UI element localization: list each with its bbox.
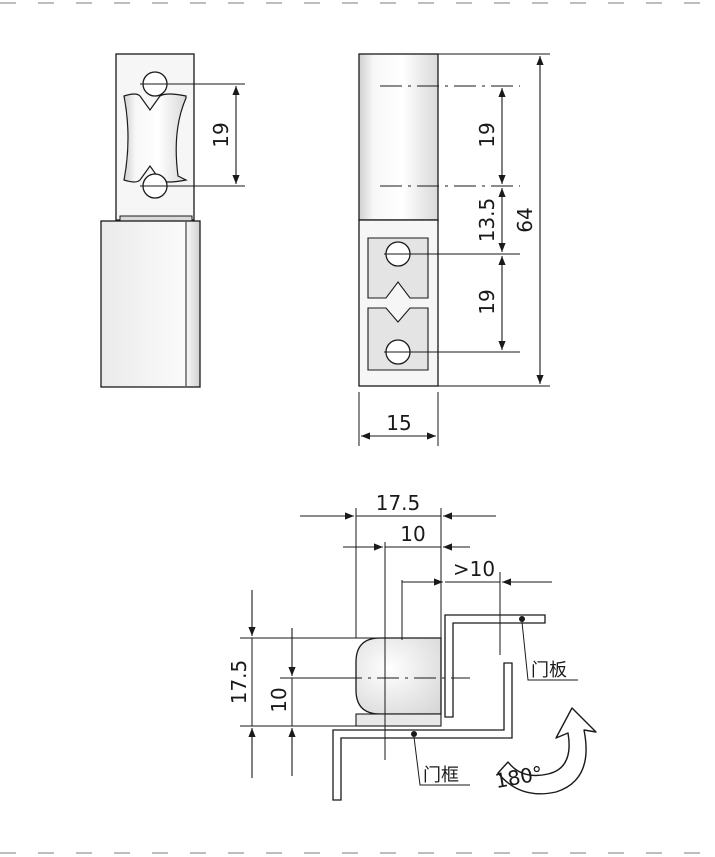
front-lower-slot: [367, 307, 429, 371]
door-panel-leader: [521, 621, 578, 681]
install-hinge-body: [355, 637, 442, 715]
door-frame-leader: [413, 736, 470, 786]
install-door-clearance-label: >10: [453, 557, 495, 581]
side-view: 19: [100, 53, 245, 388]
front-upper-knuckle: [358, 53, 439, 221]
front-upper-spacing-label: 19: [475, 122, 499, 147]
side-lower-body: [100, 220, 201, 388]
front-upper-slot: [367, 237, 429, 299]
front-leaf-offset-label: 13.5: [475, 198, 499, 243]
door-frame-label: 门框: [423, 765, 459, 786]
front-width-label: 15: [386, 411, 411, 435]
install-overall-width-label: 17.5: [376, 491, 421, 515]
front-lower-spacing-label: 19: [475, 289, 499, 314]
door-frame: [332, 662, 513, 801]
panel-pivot-dot: [519, 616, 525, 622]
install-hinge-base: [355, 713, 442, 727]
install-pivot-height-label: 10: [267, 687, 291, 712]
side-pin-spacing-label: 19: [209, 122, 233, 147]
door-panel: [444, 614, 546, 718]
front-total-height-label: 64: [513, 207, 537, 232]
door-panel-label: 门板: [531, 660, 567, 681]
side-slot: [123, 93, 188, 183]
install-pivot-offset-label: 10: [400, 522, 425, 546]
front-view: 19 13.5 19 64 15: [358, 53, 550, 446]
frame-pivot-dot: [411, 731, 417, 737]
install-view: 17.5 10 >10 17.5 10 门板 门框 180: [227, 491, 597, 801]
rotation-arrow-icon: [497, 707, 597, 795]
install-overall-height-label: 17.5: [227, 660, 251, 705]
